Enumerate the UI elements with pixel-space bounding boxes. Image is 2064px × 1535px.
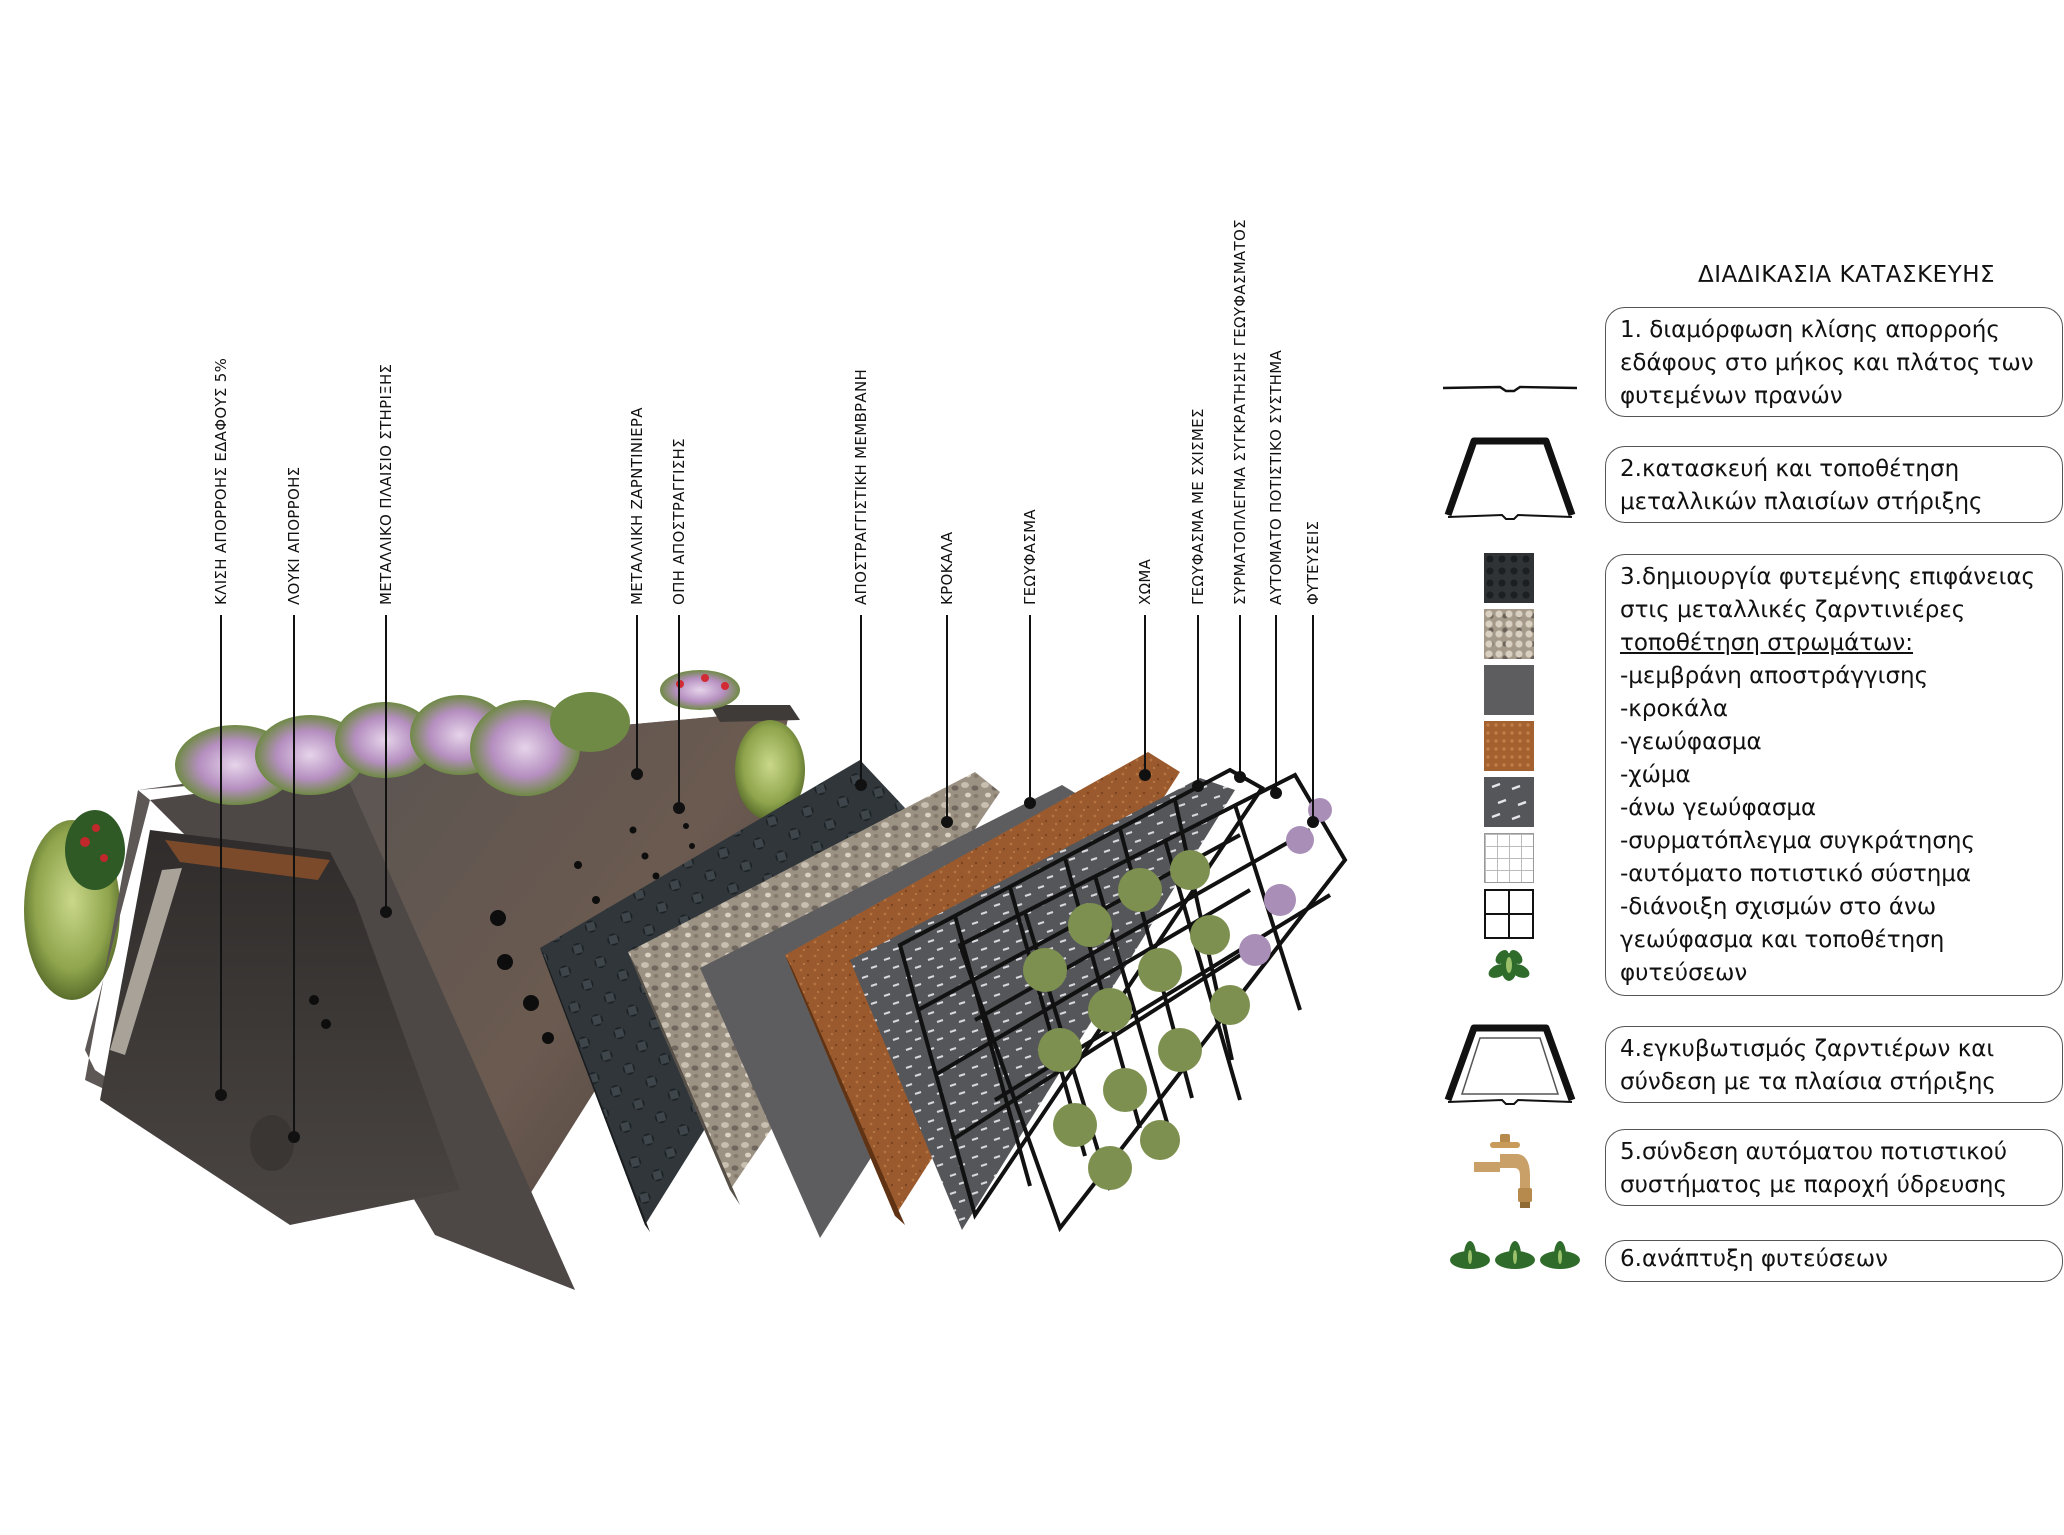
step-1-line-2: εδάφους στο μήκος και πλάτος των	[1620, 350, 2034, 376]
label-geotextile: ΓΕΩΥΦΑΣΜΑ	[1021, 509, 1039, 605]
step-3-item: -συρματόπλεγμα συγκράτησης	[1620, 828, 1975, 854]
step-3-item: -χώμα	[1620, 762, 1691, 788]
fine-mesh-swatch-icon	[1484, 833, 1534, 883]
label-wire-mesh: ΣΥΡΜΑΤΟΠΛΕΓΜΑ ΣΥΓΚΡΑΤΗΣΗΣ ΓΕΩΥΦΑΣΜΑΤΟΣ	[1231, 219, 1249, 605]
step-3-item: -άνω γεωύφασμα	[1620, 795, 1817, 821]
support-frame-icon	[1444, 437, 1576, 520]
plant-icon	[1488, 950, 1530, 981]
step-3-line-2: στις μεταλλικές ζαρντινιέρες	[1620, 597, 1966, 623]
soil-swatch-icon	[1484, 721, 1534, 771]
step-3-item: -διάνοιξη σχισμών στο άνω	[1620, 894, 1937, 920]
label-plantings: ΦΥΤΕΥΣΕΙΣ	[1304, 520, 1322, 605]
step-3-item: -μεμβράνη αποστράγγισης	[1620, 663, 1929, 689]
left-shrubs	[24, 810, 125, 1000]
process-title: ΔΙΑΔΙΚΑΣΙΑ ΚΑΤΑΣΚΕΥΗΣ	[1698, 262, 1996, 288]
step-2-line-1: 2.κατασκευή και τοποθέτηση	[1620, 456, 1960, 482]
label-slit-geotextile: ΓΕΩΥΦΑΣΜΑ ΜΕ ΣΧΙΣΜΕΣ	[1189, 408, 1207, 605]
label-soil: ΧΩΜΑ	[1136, 558, 1154, 605]
boxed-planter-icon	[1444, 1024, 1576, 1105]
leader-lines	[215, 615, 1319, 1143]
geotextile-swatch-icon	[1484, 665, 1534, 715]
label-planter: ΜΕΤΑΛΛΙΚΗ ΖΑΡΝΤΙΝΙΕΡΑ	[628, 407, 646, 605]
step-3-box: 3.δημιουργία φυτεμένης επιφάνειας στις μ…	[1605, 554, 2063, 996]
step-6-line-1: 6.ανάπτυξη φυτεύσεων	[1620, 1246, 1889, 1272]
step-3-item: -γεωύφασμα	[1620, 729, 1762, 755]
step-1-line-3: φυτεμένων πρανών	[1620, 383, 1843, 409]
coarse-grid-swatch-icon	[1484, 889, 1534, 939]
step-5-line-2: συστήματος με παροχή ύδρευσης	[1620, 1172, 2008, 1198]
gravel-swatch-icon	[1484, 609, 1534, 659]
label-irrigation: ΑΥΤΟΜΑΤΟ ΠΟΤΙΣΤΙΚΟ ΣΥΣΤΗΜΑ	[1267, 349, 1285, 605]
label-membrane: ΑΠΟΣΤΡΑΓΓΙΣΤΙΚΗ ΜΕΜΒΡΑΝΗ	[852, 368, 870, 605]
step-3-subtitle: τοποθέτηση στρωμάτων:	[1620, 630, 1914, 656]
step-3-item: -κροκάλα	[1620, 696, 1729, 722]
plants-row-icon	[1450, 1241, 1580, 1269]
water-faucet-icon	[1474, 1134, 1532, 1208]
step-3-item: -αυτόματο ποτιστικό σύστημα	[1620, 861, 1972, 887]
step-4-line-1: 4.εγκυβωτισμός ζαρντιέρων και	[1620, 1036, 1995, 1062]
step-3-item: γεωύφασμα και τοποθέτηση	[1620, 927, 1945, 953]
step-5-box: 5.σύνδεση αυτόματου ποτιστικού συστήματο…	[1605, 1129, 2063, 1206]
label-gutter: ΛΟΥΚΙ ΑΠΟΡΡΟΗΣ	[285, 466, 303, 605]
label-drain-hole: ΟΠΗ ΑΠΟΣΤΡΑΓΓΙΣΗΣ	[670, 438, 688, 605]
step-1-box: 1. διαμόρφωση κλίσης απορροής εδάφους στ…	[1605, 307, 2063, 417]
step-2-line-2: μεταλλικών πλαισίων στήριξης	[1620, 489, 1983, 515]
slit-geotextile-swatch-icon	[1484, 777, 1534, 827]
membrane-swatch-icon	[1484, 553, 1534, 603]
step-6-box: 6.ανάπτυξη φυτεύσεων	[1605, 1240, 2063, 1282]
step-2-box: 2.κατασκευή και τοποθέτηση μεταλλικών πλ…	[1605, 446, 2063, 523]
plantings-layer	[1023, 798, 1332, 1190]
label-frame: ΜΕΤΑΛΛΙΚΟ ΠΛΑΙΣΙΟ ΣΤΗΡΙΞΗΣ	[377, 363, 395, 605]
label-gravel: ΚΡΟΚΑΛΑ	[938, 531, 956, 605]
step-5-line-1: 5.σύνδεση αυτόματου ποτιστικού	[1620, 1139, 2008, 1165]
step-3-line-1: 3.δημιουργία φυτεμένης επιφάνειας	[1620, 564, 2036, 590]
step-4-line-2: σύνδεση με τα πλαίσια στήριξης	[1620, 1069, 1996, 1095]
ground-slope-line-icon	[1442, 385, 1578, 393]
step-4-box: 4.εγκυβωτισμός ζαρντιέρων και σύνδεση με…	[1605, 1026, 2063, 1103]
label-slope: ΚΛΙΣΗ ΑΠΟΡΡΟΗΣ ΕΔΑΦΟΥΣ 5%	[212, 357, 230, 605]
step-1-line-1: 1. διαμόρφωση κλίσης απορροής	[1620, 317, 2000, 343]
step-3-item: φυτεύσεων	[1620, 960, 1748, 986]
